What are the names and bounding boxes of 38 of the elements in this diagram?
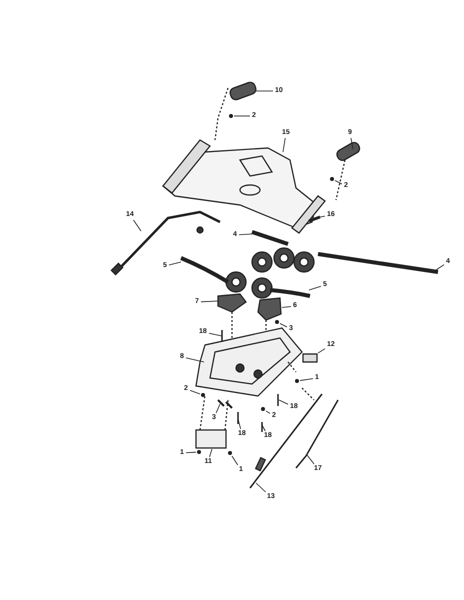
- leader-line: [186, 358, 204, 362]
- leader-line: [308, 286, 322, 290]
- leader-line: [280, 323, 288, 328]
- cam-plate-drawing: [257, 297, 282, 321]
- leader-line: [216, 404, 220, 414]
- leader-line: [200, 300, 220, 302]
- leader-line: [168, 262, 182, 266]
- screw-head: [275, 320, 279, 324]
- leader-line: [256, 482, 266, 492]
- leader-line: [282, 138, 286, 152]
- bracket-drawing: [302, 353, 318, 363]
- leader-line: [306, 454, 314, 464]
- leader-line: [300, 378, 314, 381]
- leader-line: [208, 332, 222, 336]
- leader-line: [334, 180, 342, 184]
- screw-head: [197, 450, 201, 454]
- screw-head: [201, 393, 205, 397]
- leader-line: [133, 220, 142, 232]
- leader-line: [238, 234, 252, 236]
- leader-line: [278, 400, 288, 405]
- leader-line: [436, 264, 444, 270]
- leader-line: [209, 448, 212, 458]
- leader-line: [320, 216, 326, 218]
- leader-line: [318, 348, 326, 354]
- leader-line: [282, 306, 292, 308]
- screw-head: [228, 451, 232, 455]
- screw-head: [261, 407, 265, 411]
- leader-line: [256, 90, 274, 92]
- screw-head: [330, 177, 334, 181]
- leader-line: [350, 138, 354, 150]
- leader-line: [232, 456, 238, 466]
- screw-head: [229, 114, 233, 118]
- leader-line: [238, 418, 242, 430]
- screw-head: [295, 379, 299, 383]
- leader-line: [262, 424, 266, 432]
- leader-line: [266, 410, 270, 414]
- leader-line: [186, 452, 196, 454]
- leader-line: [190, 390, 200, 394]
